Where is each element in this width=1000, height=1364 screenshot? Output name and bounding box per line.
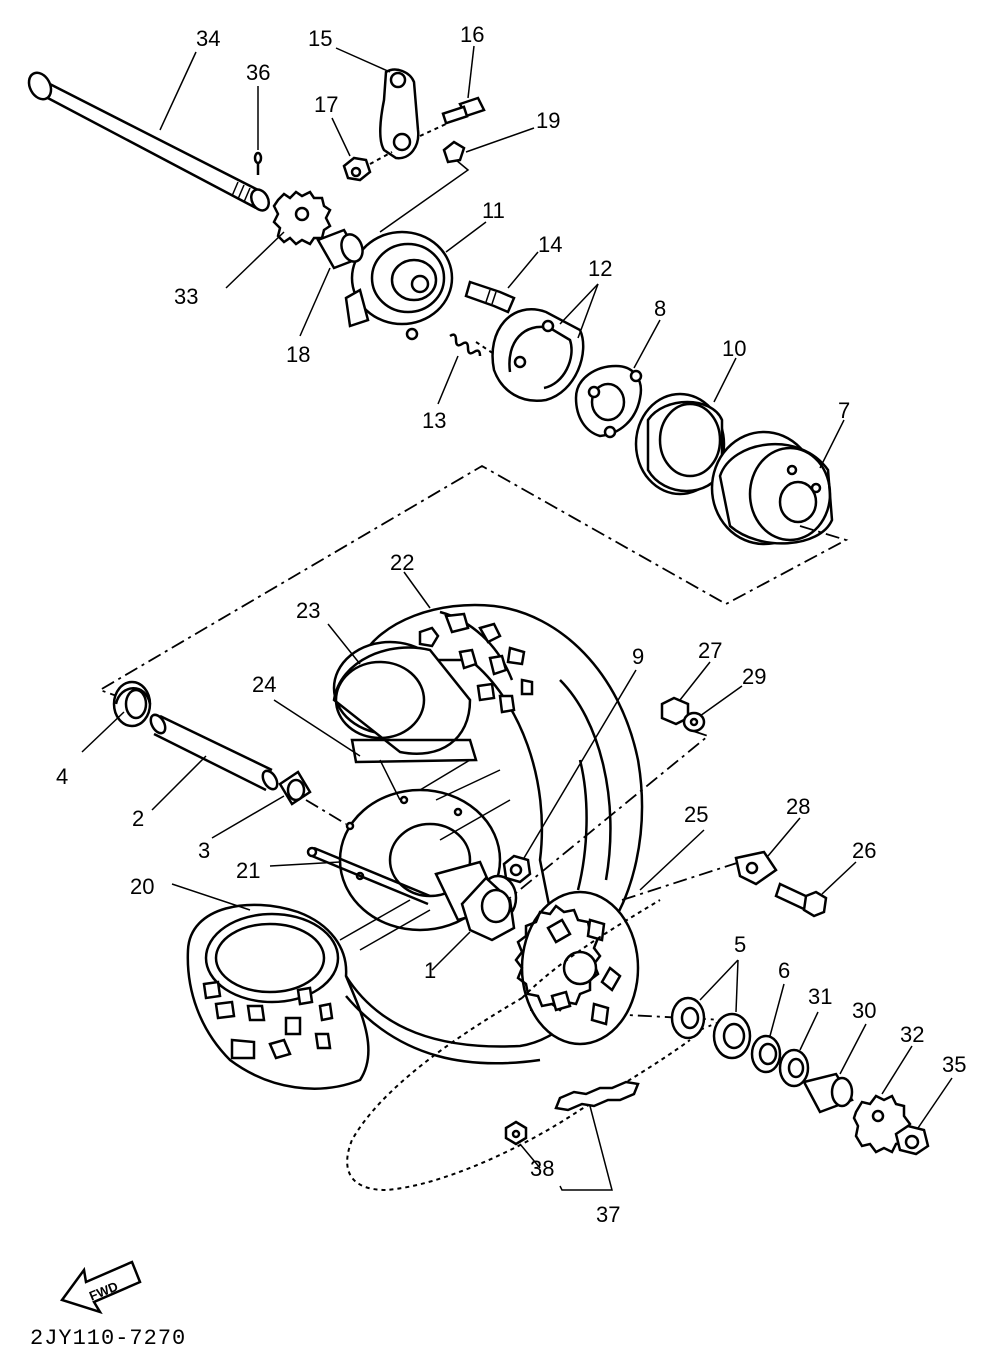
callout-29: 29	[742, 664, 766, 689]
callout-23: 23	[296, 598, 320, 623]
clip-part-19	[442, 140, 466, 164]
rod-part-21	[306, 846, 431, 906]
cotter-pin-part-36	[253, 151, 263, 175]
forward-arrow-icon: FWD	[59, 1260, 142, 1315]
callout-17: 17	[314, 92, 338, 117]
callout-9: 9	[632, 644, 644, 669]
tire-part-20	[186, 903, 622, 1090]
nut-part-35	[894, 1124, 930, 1156]
collar-part-18	[316, 228, 364, 270]
brake-cam-part-14	[464, 280, 516, 314]
master-link-part-38	[504, 1120, 528, 1146]
seal-part-31	[778, 1048, 810, 1088]
callout-31: 31	[808, 984, 832, 1009]
callout-3: 3	[198, 838, 210, 863]
spacer-part-2	[149, 713, 279, 792]
callout-15: 15	[308, 26, 332, 51]
callout-16: 16	[460, 22, 484, 47]
callout-10: 10	[722, 336, 746, 361]
axle-part-34	[27, 71, 271, 212]
callout-7: 7	[838, 398, 850, 423]
callout-11: 11	[482, 198, 505, 223]
brake-arm-part-15	[379, 68, 420, 160]
callout-labels: 34 36 15 16 17 19 11 14 12 33 8 10 18 7 …	[56, 22, 966, 1227]
brake-shoes-part-12	[491, 308, 585, 402]
spoke-part-24	[350, 738, 478, 764]
bearing-part-4	[112, 680, 152, 728]
bracket-part-28	[734, 850, 778, 886]
tire-part-22	[357, 603, 644, 962]
callout-33: 33	[174, 284, 198, 309]
callout-34: 34	[196, 26, 220, 51]
callout-8: 8	[654, 296, 666, 321]
callout-20: 20	[130, 874, 154, 899]
sprocket-part-25	[514, 890, 640, 1046]
plate-part-8	[574, 364, 643, 439]
nut-part-17	[342, 156, 372, 182]
callout-12: 12	[588, 256, 612, 281]
callout-5: 5	[734, 932, 746, 957]
callout-37: 37	[596, 1202, 620, 1227]
callout-1: 1	[424, 958, 436, 983]
sprocket-part-33	[272, 190, 332, 246]
washer-part-29	[682, 711, 706, 733]
brake-panel-part-11	[344, 230, 454, 341]
wheel-hub-assembly	[338, 759, 518, 951]
callout-36: 36	[246, 60, 270, 85]
callout-2: 2	[132, 806, 144, 831]
callout-13: 13	[422, 408, 446, 433]
callout-4: 4	[56, 764, 68, 789]
callout-21: 21	[236, 858, 260, 883]
callout-35: 35	[942, 1052, 966, 1077]
callout-6: 6	[778, 958, 790, 983]
chain-part-37	[346, 899, 691, 1192]
callout-27: 27	[698, 638, 722, 663]
diagram-code: 2JY110-7270	[30, 1326, 186, 1351]
hub-collar-part-1	[460, 876, 516, 942]
collar-part-3	[278, 770, 312, 806]
bearing-part-5	[670, 996, 752, 1060]
callout-38: 38	[530, 1156, 554, 1181]
callout-24: 24	[252, 672, 276, 697]
hub-part-7	[710, 430, 834, 546]
callout-28: 28	[786, 794, 810, 819]
rim-part-23	[332, 640, 472, 755]
callout-25: 25	[684, 802, 708, 827]
callout-26: 26	[852, 838, 876, 863]
drum-part-10	[634, 392, 726, 496]
callout-19: 19	[536, 108, 560, 133]
callout-22: 22	[390, 550, 414, 575]
callout-30: 30	[852, 998, 876, 1023]
seal-part-6	[750, 1034, 782, 1074]
callout-14: 14	[538, 232, 562, 257]
nut-part-9	[502, 854, 532, 884]
callout-18: 18	[286, 342, 310, 367]
spring-part-13	[449, 333, 482, 357]
bolt-part-16	[441, 96, 486, 125]
bolt-part-26	[774, 882, 828, 918]
collar-part-30	[802, 1072, 854, 1114]
callout-32: 32	[900, 1022, 924, 1047]
